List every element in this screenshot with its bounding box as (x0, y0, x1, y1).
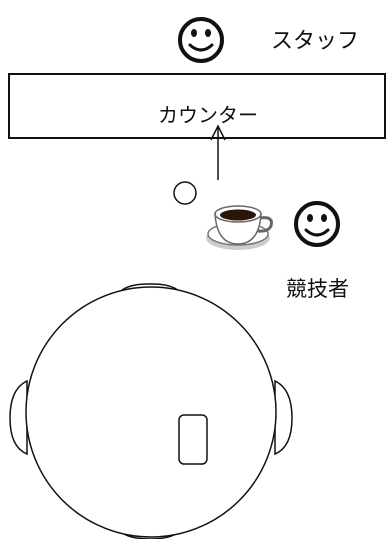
counter-box (8, 73, 386, 139)
chair-left (9, 379, 28, 456)
rectangle-card (178, 414, 208, 465)
coffee-cup-icon (206, 205, 273, 250)
staff-label: スタッフ (271, 29, 359, 54)
up-arrow-icon (210, 124, 226, 180)
competitor-label: 競技者 (286, 277, 349, 301)
staff-smiley-icon (178, 17, 224, 63)
chair-right (274, 379, 293, 456)
round-table (9, 283, 293, 539)
circle-marker-icon (173, 181, 197, 205)
competitor-smiley-icon (294, 201, 340, 247)
counter-label: カウンター (158, 103, 258, 127)
